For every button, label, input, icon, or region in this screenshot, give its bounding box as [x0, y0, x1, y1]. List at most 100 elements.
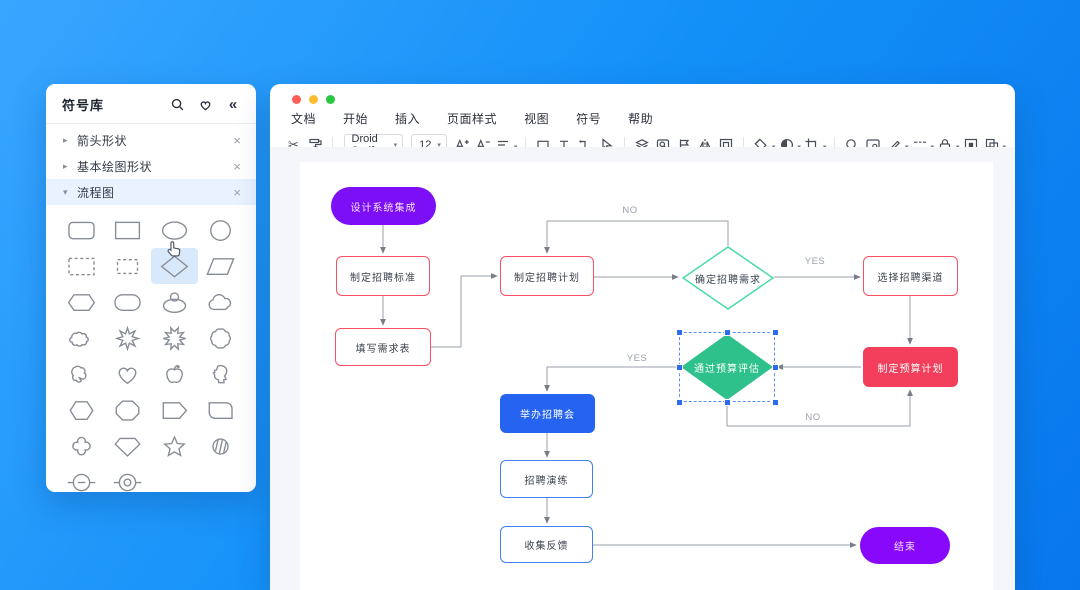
- heart-icon[interactable]: [197, 97, 213, 113]
- zoom-button[interactable]: [326, 95, 335, 104]
- rounded-one-corner-shape-icon[interactable]: [198, 392, 245, 428]
- close-icon[interactable]: ×: [233, 158, 241, 174]
- collapse-icon[interactable]: «: [228, 96, 238, 113]
- flow-node-eval[interactable]: 通过预算评估: [680, 333, 774, 401]
- canvas-area: NO YES NO YES 设计系统集成制定招聘标准填写需求表 制定招聘计划 确定招聘需求 选…: [270, 147, 1015, 590]
- close-icon[interactable]: ×: [233, 184, 241, 200]
- menu-开始[interactable]: 开始: [343, 112, 369, 126]
- toolbar-divider: [623, 137, 625, 152]
- selection-handle[interactable]: [723, 398, 731, 406]
- heart-shape-icon[interactable]: [105, 356, 152, 392]
- section-label: 箭头形状: [77, 133, 128, 148]
- star-shape-icon[interactable]: [151, 428, 198, 464]
- search-icon[interactable]: [169, 97, 185, 113]
- circle-line-minus-shape-icon[interactable]: [58, 464, 105, 500]
- gem-shape-icon[interactable]: [105, 428, 152, 464]
- dashed-rectangle-shape-icon[interactable]: [58, 248, 105, 284]
- selection-handle[interactable]: [771, 363, 779, 371]
- flow-node-channel[interactable]: 选择招聘渠道: [863, 256, 958, 296]
- flow-node-drill[interactable]: 招聘演练: [500, 460, 593, 498]
- chevron-right-icon: ▸: [63, 160, 68, 171]
- svg-text:NO: NO: [805, 412, 820, 423]
- parallelogram-shape-icon[interactable]: [198, 248, 245, 284]
- menu-符号[interactable]: 符号: [576, 112, 602, 126]
- flow-node-budget[interactable]: 制定预算计划: [863, 347, 958, 387]
- circle-hatched-shape-icon[interactable]: [198, 428, 245, 464]
- circle-shape-icon[interactable]: [198, 212, 245, 248]
- menu-插入[interactable]: 插入: [395, 112, 421, 126]
- svg-text:YES: YES: [805, 256, 826, 267]
- section-label: 流程图: [77, 185, 115, 200]
- selection-handle[interactable]: [771, 398, 779, 406]
- hexagon-wide-shape-icon[interactable]: [58, 284, 105, 320]
- menu-页面样式[interactable]: 页面样式: [447, 112, 498, 126]
- window-titlebar: [270, 84, 1015, 107]
- selection-handle[interactable]: [675, 328, 683, 336]
- rounded-pill-shape-icon[interactable]: [105, 284, 152, 320]
- flow-node-end[interactable]: 结束: [860, 527, 950, 564]
- leaf-shape-icon[interactable]: [58, 356, 105, 392]
- apple-shape-icon[interactable]: [151, 356, 198, 392]
- section-label: 基本绘图形状: [77, 159, 153, 174]
- flow-node-form[interactable]: 填写需求表: [335, 328, 431, 366]
- starburst-spiky-shape-icon[interactable]: [151, 320, 198, 356]
- section-基本绘图形状[interactable]: ▸ 基本绘图形状 ×: [46, 153, 256, 179]
- minimize-button[interactable]: [309, 95, 318, 104]
- flow-node-feedback[interactable]: 收集反馈: [500, 526, 593, 563]
- flow-node-plan[interactable]: 制定招聘计划: [500, 256, 594, 296]
- font-decrease-icon[interactable]: [472, 135, 493, 155]
- selection-handle[interactable]: [675, 398, 683, 406]
- flow-node-start[interactable]: 设计系统集成: [331, 187, 436, 225]
- chevron-down-icon: ▾: [63, 186, 68, 197]
- chevron-down-icon: ▾: [393, 141, 398, 149]
- svg-text:YES: YES: [627, 353, 648, 364]
- blob-shape-icon[interactable]: [58, 320, 105, 356]
- shape-grid: [46, 207, 256, 504]
- svg-text:NO: NO: [622, 205, 637, 216]
- quatrefoil-shape-icon[interactable]: [58, 428, 105, 464]
- chevron-right-icon: ▸: [63, 134, 68, 145]
- section-list: ▸ 箭头形状 × ▸ 基本绘图形状 × ▾ 流程图 ×: [46, 124, 256, 207]
- starburst-shape-icon[interactable]: [105, 320, 152, 356]
- cloud-shape-icon[interactable]: [198, 284, 245, 320]
- font-increase-icon[interactable]: [451, 135, 472, 155]
- close-button[interactable]: [292, 95, 301, 104]
- section-箭头形状[interactable]: ▸ 箭头形状 ×: [46, 127, 256, 153]
- section-流程图[interactable]: ▾ 流程图 ×: [46, 179, 256, 205]
- rounded-rectangle-shape-icon[interactable]: [58, 212, 105, 248]
- hexagon-shape-icon[interactable]: [58, 392, 105, 428]
- menu-帮助[interactable]: 帮助: [628, 112, 654, 126]
- selection-handle[interactable]: [771, 328, 779, 336]
- menu-文档[interactable]: 文档: [291, 112, 317, 126]
- symbol-library-panel: 符号库 « ▸ 箭头形状 × ▸ 基本绘图形状 × ▾ 流程图 ×: [46, 84, 256, 492]
- chevron-down-icon: ▾: [437, 141, 441, 149]
- toolbar-divider: [332, 137, 333, 152]
- flow-node-fair[interactable]: 举办招聘会: [500, 394, 595, 433]
- diamond-shape-icon[interactable]: [151, 248, 198, 284]
- rectangle-shape-icon[interactable]: [105, 212, 152, 248]
- scalloped-circle-shape-icon[interactable]: [198, 320, 245, 356]
- flow-node-std[interactable]: 制定招聘标准: [336, 256, 430, 296]
- flow-node-need[interactable]: 确定招聘需求: [682, 246, 774, 310]
- toolbar-divider: [743, 137, 744, 152]
- menu-bar: 文档 开始 插入 页面样式 视图 符号 帮助: [270, 107, 1015, 132]
- panel-title: 符号库: [62, 98, 105, 113]
- tag-pentagon-shape-icon[interactable]: [151, 392, 198, 428]
- flow-connectors: NO YES NO YES: [380, 205, 913, 548]
- symbol-panel-header: 符号库 «: [46, 84, 256, 124]
- menu-视图[interactable]: 视图: [524, 112, 550, 126]
- dashed-rectangle-small-shape-icon[interactable]: [105, 248, 152, 284]
- canvas-page[interactable]: NO YES NO YES 设计系统集成制定招聘标准填写需求表 制定招聘计划 确定招聘需求 选…: [300, 162, 993, 590]
- octagon-shape-icon[interactable]: [105, 392, 152, 428]
- cut-icon[interactable]: ✂: [288, 137, 299, 152]
- ellipse-shape-icon[interactable]: [151, 212, 198, 248]
- head-profile-shape-icon[interactable]: [198, 356, 245, 392]
- circle-line-target-shape-icon[interactable]: [105, 464, 152, 500]
- toolbar-divider: [525, 137, 526, 152]
- selection-handle[interactable]: [723, 328, 731, 336]
- close-icon[interactable]: ×: [233, 132, 241, 148]
- ellipse-bump-shape-icon[interactable]: [151, 284, 198, 320]
- selection-handle[interactable]: [675, 363, 683, 371]
